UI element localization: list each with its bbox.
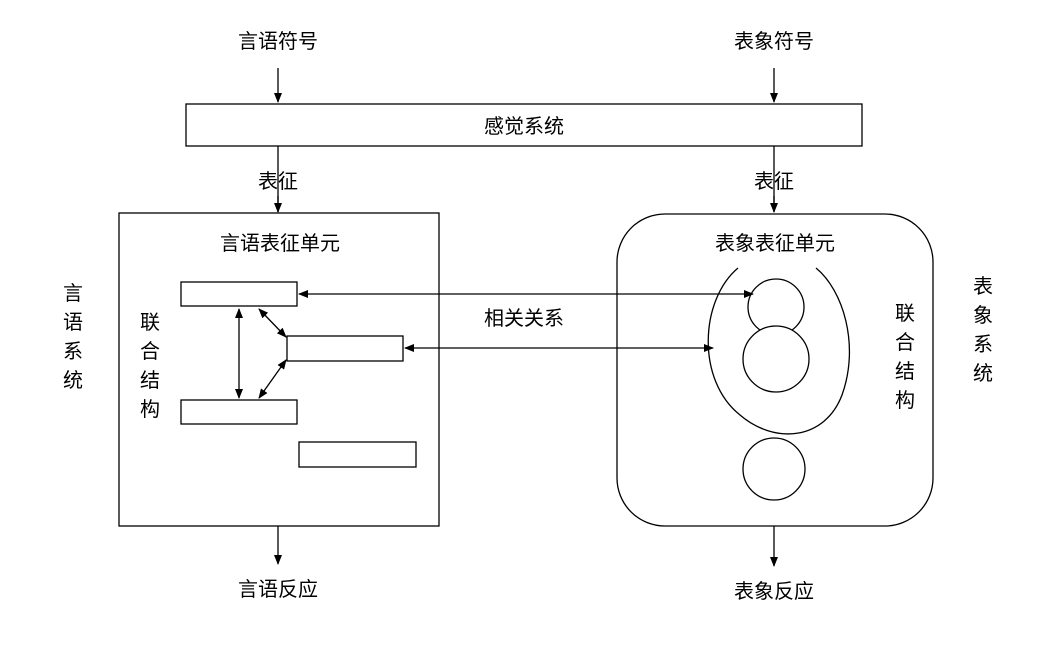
- sensory-system-box: [185, 103, 863, 147]
- imagen-cluster-ellipse: [707, 267, 851, 435]
- imagery-unit-title: 表象表征单元: [715, 231, 835, 255]
- assoc-left-char: 构: [140, 397, 160, 421]
- logogen-rect-bottom: [180, 399, 298, 425]
- sensory-system-label: 感觉系统: [484, 114, 564, 138]
- logogen-rect-middle: [286, 335, 404, 362]
- assoc-left-char: 合: [140, 339, 160, 363]
- imagery-system-char: 统: [973, 361, 993, 385]
- assoc-right-char: 结: [895, 359, 915, 383]
- assoc-structure-right-label: 联 合 结 构: [895, 301, 915, 412]
- assoc-left-char: 结: [140, 368, 160, 392]
- imagery-system-char: 系: [973, 332, 993, 356]
- imagen-circle-middle: [742, 325, 810, 393]
- assoc-right-char: 构: [895, 388, 915, 412]
- imagery-system-label: 表 象 系 统: [973, 274, 993, 385]
- imagen-circle-isolated: [742, 437, 806, 501]
- verbal-response-label: 言语反应: [238, 577, 318, 601]
- assoc-right-char: 合: [895, 330, 915, 354]
- verbal-system-label: 言 语 系 统: [63, 281, 83, 392]
- logogen-rect-top: [180, 281, 298, 307]
- middle-bottom-link: [258, 359, 287, 399]
- verbal-system-char: 系: [63, 339, 83, 363]
- logogen-rect-isolated: [298, 441, 417, 468]
- top-middle-link: [258, 308, 287, 338]
- verbal-symbol-label: 言语符号: [238, 29, 318, 53]
- imagery-system-char: 象: [973, 303, 993, 327]
- assoc-structure-left-label: 联 合 结 构: [140, 310, 160, 421]
- imagery-symbol-label: 表象符号: [734, 29, 814, 53]
- relation-label: 相关关系: [484, 306, 564, 330]
- verbal-system-char: 言: [63, 281, 83, 305]
- verbal-system-char: 统: [63, 368, 83, 392]
- verbal-system-char: 语: [63, 310, 83, 334]
- imagery-response-label: 表象反应: [734, 579, 814, 603]
- assoc-right-char: 联: [895, 301, 915, 325]
- verbal-unit-title: 言语表征单元: [220, 231, 340, 255]
- imagery-system-char: 表: [973, 274, 993, 298]
- assoc-left-char: 联: [140, 310, 160, 334]
